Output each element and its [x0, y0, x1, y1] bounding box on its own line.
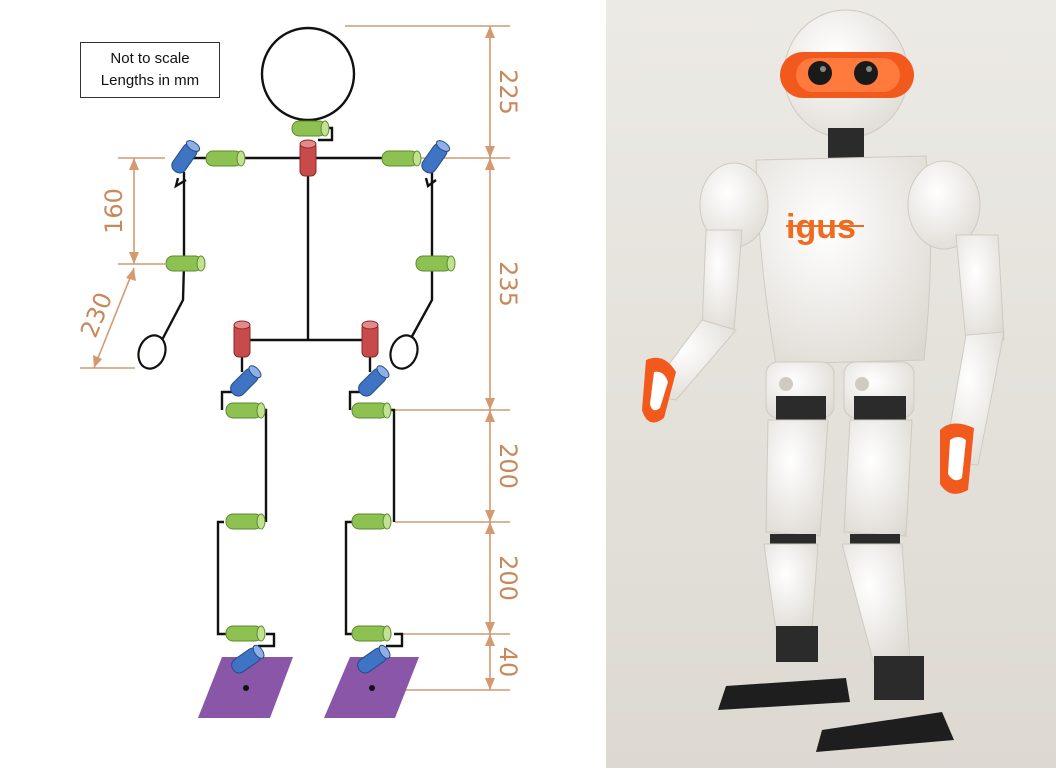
left-shoulder-joint: [205, 150, 246, 167]
right-ankle-pitch-joint: [351, 625, 392, 642]
left-knee-joint: [225, 513, 266, 530]
robot-right-leg: [816, 419, 954, 752]
left-hip-pitch-joint: [225, 402, 266, 419]
dim-shin-label: 200: [494, 555, 522, 601]
left-ankle-pitch-joint: [225, 625, 266, 642]
robot-head: [780, 9, 914, 158]
head-circle: [260, 26, 356, 122]
torso-yaw-joint: [299, 139, 317, 177]
robot-right-arm: [940, 234, 1005, 494]
left-shoulder-roll-joint: [171, 140, 201, 174]
dim-foot-label: 40: [494, 647, 522, 678]
dim-head-label: 225: [494, 69, 522, 115]
right-hip-yaw-joint: [361, 320, 379, 358]
left-hip-yaw-joint: [233, 320, 251, 358]
right-shoulder-joint: [381, 150, 422, 167]
neck-joint: [291, 120, 330, 137]
scale-note-box: Not to scale Lengths in mm: [80, 42, 220, 98]
kinematic-diagram: 225 235 200 200 40 160 230: [75, 25, 522, 718]
dim-forearm-label: 230: [75, 289, 118, 342]
pitch-joints: [165, 120, 456, 642]
left-hip-roll-joint: [230, 365, 262, 397]
right-shoulder-roll-joint: [421, 140, 451, 174]
left-elbow-joint: [165, 255, 206, 272]
robot-left-leg: [718, 419, 850, 710]
kinematic-diagram-svg: 225 235 200 200 40 160 230: [75, 25, 522, 718]
robot-photo-svg: igus: [606, 0, 1056, 768]
right-elbow-joint: [415, 255, 456, 272]
robot-photo: igus: [606, 0, 1056, 768]
right-shoulder-shell: [907, 160, 981, 250]
right-hand: [389, 334, 419, 370]
left-ankle-roll-joint: [231, 644, 265, 674]
dim-thigh-label: 200: [494, 443, 522, 489]
right-hip-pitch-joint: [351, 402, 392, 419]
yaw-joints: [233, 139, 379, 358]
robot-left-arm: [642, 229, 743, 423]
right-knee-joint: [351, 513, 392, 530]
vertical-dimension-lines: [340, 25, 510, 691]
dim-torso-label: 235: [494, 261, 522, 307]
right-hip-roll-joint: [358, 365, 390, 397]
robot-torso: igus: [755, 155, 932, 365]
roll-joints: [171, 140, 451, 674]
dim-upper-arm-label: 160: [100, 188, 128, 234]
scale-note-line1: Not to scale: [110, 50, 190, 67]
left-hand: [137, 334, 167, 370]
arm-dimension-lines: [80, 157, 165, 369]
right-ankle-roll-joint: [357, 644, 391, 674]
scale-note-line2: Lengths in mm: [100, 72, 200, 89]
